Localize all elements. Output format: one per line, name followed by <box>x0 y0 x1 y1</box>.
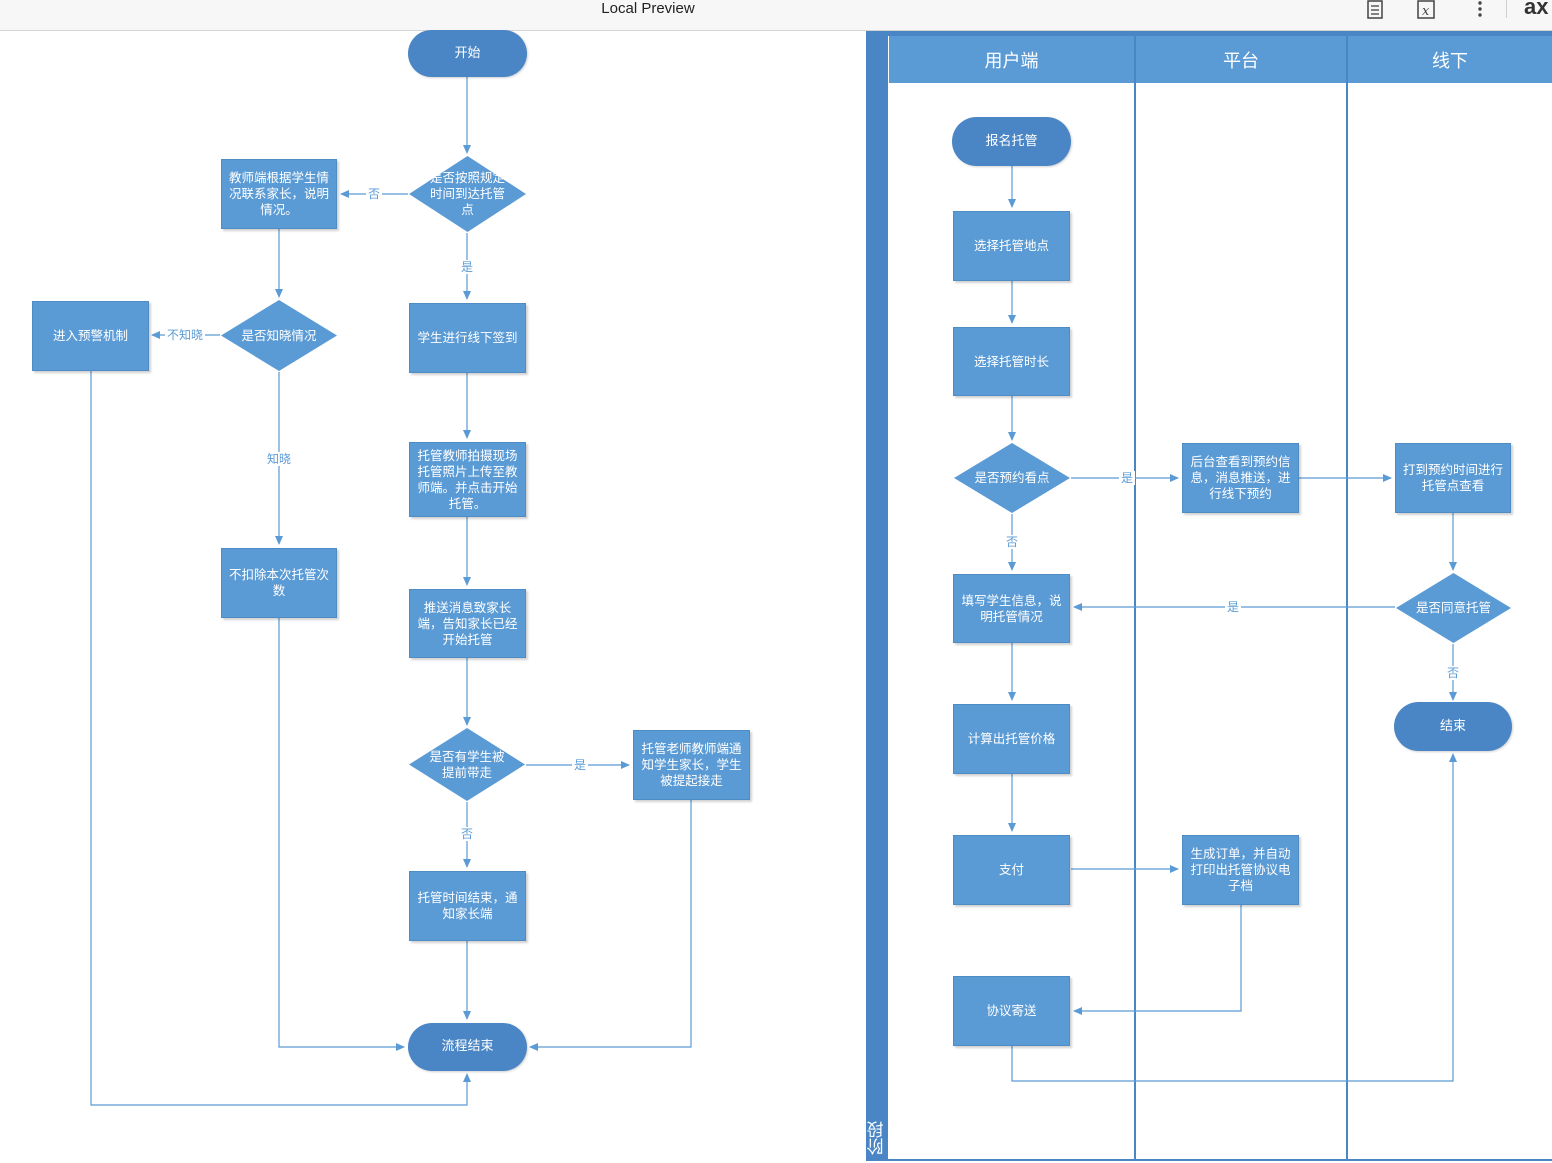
document-icon[interactable] <box>1362 0 1388 22</box>
decision-aware: 是否知晓情况 <box>220 299 338 372</box>
no-deduct-count: 不扣除本次托管次数 <box>221 548 337 618</box>
lane-divider <box>1134 36 1136 1161</box>
formula-icon[interactable]: x <box>1414 0 1440 22</box>
edge-label-yes: 是 <box>1224 600 1242 614</box>
decision-agree: 是否同意托管 <box>1395 572 1512 644</box>
push-to-parent: 推送消息致家长端，告知家长已经开始托管 <box>409 589 526 658</box>
svg-text:x: x <box>1422 4 1430 19</box>
edge-label-no: 否 <box>458 827 476 841</box>
brand-logo: ax <box>1524 0 1549 19</box>
fill-info-node: 填写学生信息，说明托管情况 <box>953 574 1070 643</box>
choose-place-node: 选择托管地点 <box>953 211 1070 281</box>
window-title: Local Preview <box>601 0 695 17</box>
pay-node: 支付 <box>953 835 1070 905</box>
time-end-notify: 托管时间结束，通知家长端 <box>409 871 526 941</box>
backend-push-node: 后台查看到预约信息，消息推送，进行线下预约 <box>1182 443 1299 513</box>
swimlane-bottom-border <box>866 1159 1552 1161</box>
swimlane-stage-bar <box>866 31 888 1161</box>
flow-start: 开始 <box>408 30 527 77</box>
choose-duration-node: 选择托管时长 <box>953 327 1070 396</box>
teacher-contact-parent: 教师端根据学生情况联系家长，说明情况。 <box>221 159 337 229</box>
lane-end-node: 结束 <box>1394 702 1512 751</box>
edge-label-no: 否 <box>1003 535 1021 549</box>
edge-label-no: 否 <box>1444 666 1462 680</box>
more-icon[interactable] <box>1468 0 1494 22</box>
edge-label-unaware: 不知晓 <box>164 328 206 342</box>
student-sign-in: 学生进行线下签到 <box>409 303 526 373</box>
flow-end: 流程结束 <box>408 1023 527 1071</box>
teacher-photo-upload: 托管教师拍摄现场托管照片上传至教师端。并点击开始托管。 <box>409 442 526 517</box>
decision-on-time: 是否按照规定时间到达托管点 <box>408 155 527 233</box>
edge-label-yes: 是 <box>458 260 476 274</box>
register-node: 报名托管 <box>952 117 1071 166</box>
toolbar-separator <box>1506 0 1507 18</box>
lane-divider <box>1346 36 1348 1161</box>
lane-header-platform: 平台 <box>1136 36 1346 83</box>
edge-label-no: 否 <box>365 187 383 201</box>
decision-early-pickup: 是否有学生被提前带走 <box>408 727 526 802</box>
warning-mechanism: 进入预警机制 <box>32 301 149 371</box>
offline-visit-node: 打到预约时间进行托管点查看 <box>1395 443 1511 513</box>
swimlane-top-border <box>866 31 1552 36</box>
generate-order-node: 生成订单，并自动打印出托管协议电子档 <box>1182 835 1299 905</box>
edge-label-aware: 知晓 <box>264 452 294 466</box>
decision-visit: 是否预约看点 <box>953 442 1071 514</box>
window-title-bar: Local Preview x ax <box>0 0 1552 31</box>
notify-early-pickup: 托管老师教师端通知学生家长，学生被提起接走 <box>633 730 750 800</box>
edge-label-yes: 是 <box>571 758 589 772</box>
edge-label-yes: 是 <box>1118 471 1136 485</box>
lane-header-offline: 线下 <box>1348 36 1552 83</box>
lane-header-user: 用户端 <box>889 36 1134 83</box>
mail-agreement-node: 协议寄送 <box>953 976 1070 1046</box>
calc-price-node: 计算出托管价格 <box>953 704 1070 774</box>
